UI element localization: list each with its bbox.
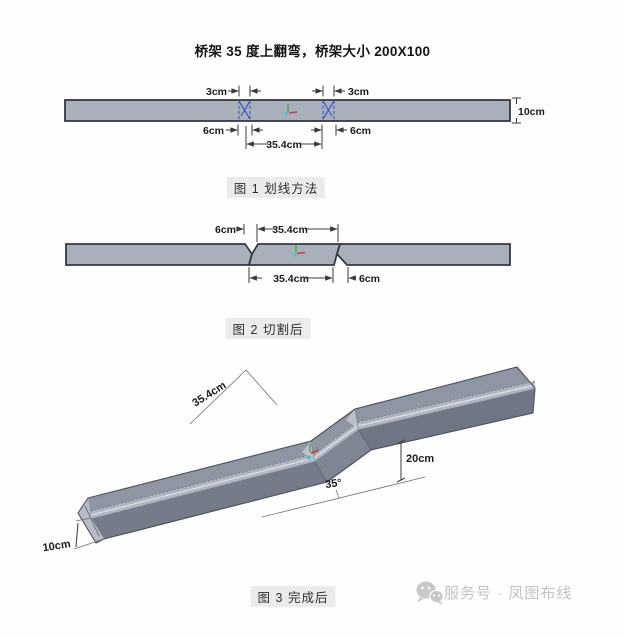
dim-label: 6cm bbox=[215, 224, 236, 236]
dim-label: 10cm bbox=[518, 106, 545, 118]
axis-origin-icon bbox=[293, 245, 306, 257]
dim-label: 3cm bbox=[206, 86, 227, 98]
weld-seam-upper bbox=[346, 409, 358, 429]
caption-figure-3: 图 3 完成后 bbox=[250, 586, 336, 607]
near-wall-lower bbox=[91, 461, 327, 539]
dim-label: 3cm bbox=[348, 86, 369, 98]
fig1-top-dimensions: 3cm 3cm bbox=[206, 85, 369, 98]
fig2-bottom-dimensions: 35.4cm 6cm bbox=[248, 267, 380, 285]
tray-right-piece bbox=[335, 243, 511, 266]
weld-seam-lower bbox=[302, 441, 314, 461]
fig3-height-dimension: 10cm bbox=[42, 517, 105, 554]
dim-label: 35.4cm bbox=[266, 139, 302, 151]
perforation-dots bbox=[90, 380, 536, 512]
rim-highlight bbox=[90, 384, 536, 516]
caption-figure-1: 图 1 划线方法 bbox=[226, 177, 326, 198]
dim-label: 20cm bbox=[406, 453, 434, 465]
wechat-icon bbox=[416, 581, 444, 605]
dim-label: 6cm bbox=[350, 125, 371, 137]
dim-label: 6cm bbox=[203, 125, 224, 137]
left-end-cap bbox=[78, 498, 104, 543]
axis-origin-icon bbox=[307, 444, 320, 460]
tray-outline bbox=[77, 366, 536, 544]
fig3-incline-dimension: 35.4cm bbox=[189, 369, 278, 425]
axis-origin-icon bbox=[284, 104, 298, 116]
dim-label: 6cm bbox=[359, 273, 380, 285]
caption-figure-2: 图 2 切割后 bbox=[225, 318, 311, 339]
fig1-bottom-dimensions: 6cm 6cm 35.4cm bbox=[203, 124, 371, 151]
fig3-rise-dimension: 20cm bbox=[396, 439, 434, 483]
scribe-marks-left bbox=[238, 100, 251, 121]
dim-label: 35° bbox=[325, 477, 343, 491]
figure1-marking-diagram: 3cm 3cm 6cm bbox=[64, 85, 545, 151]
near-rim-shadow-line bbox=[90, 387, 536, 519]
watermark: 服务号 · 凤图布线 bbox=[444, 585, 573, 602]
dim-label: 35.4cm bbox=[273, 273, 309, 285]
scribe-marks-right bbox=[322, 100, 335, 121]
dim-label: 10cm bbox=[42, 538, 72, 554]
fig3-angle-dimension: 35° bbox=[261, 476, 426, 518]
tray-floor bbox=[91, 381, 535, 518]
near-wall-incline bbox=[314, 429, 371, 482]
fig2-top-dimensions: 6cm 35.4cm bbox=[215, 224, 339, 242]
fig1-height-dimension: 10cm bbox=[512, 97, 545, 124]
dim-label: 35.4cm bbox=[272, 224, 308, 236]
figure2-cut-diagram: 6cm 35.4cm 35.4cm 6cm bbox=[65, 224, 511, 285]
page-title: 桥架 35 度上翻弯，桥架大小 200X100 bbox=[194, 44, 431, 59]
near-wall-upper bbox=[358, 388, 535, 450]
tray-left-piece bbox=[65, 243, 253, 266]
figure3-finished-3d-view: 35.4cm 35° 20cm 10cm bbox=[42, 366, 536, 554]
